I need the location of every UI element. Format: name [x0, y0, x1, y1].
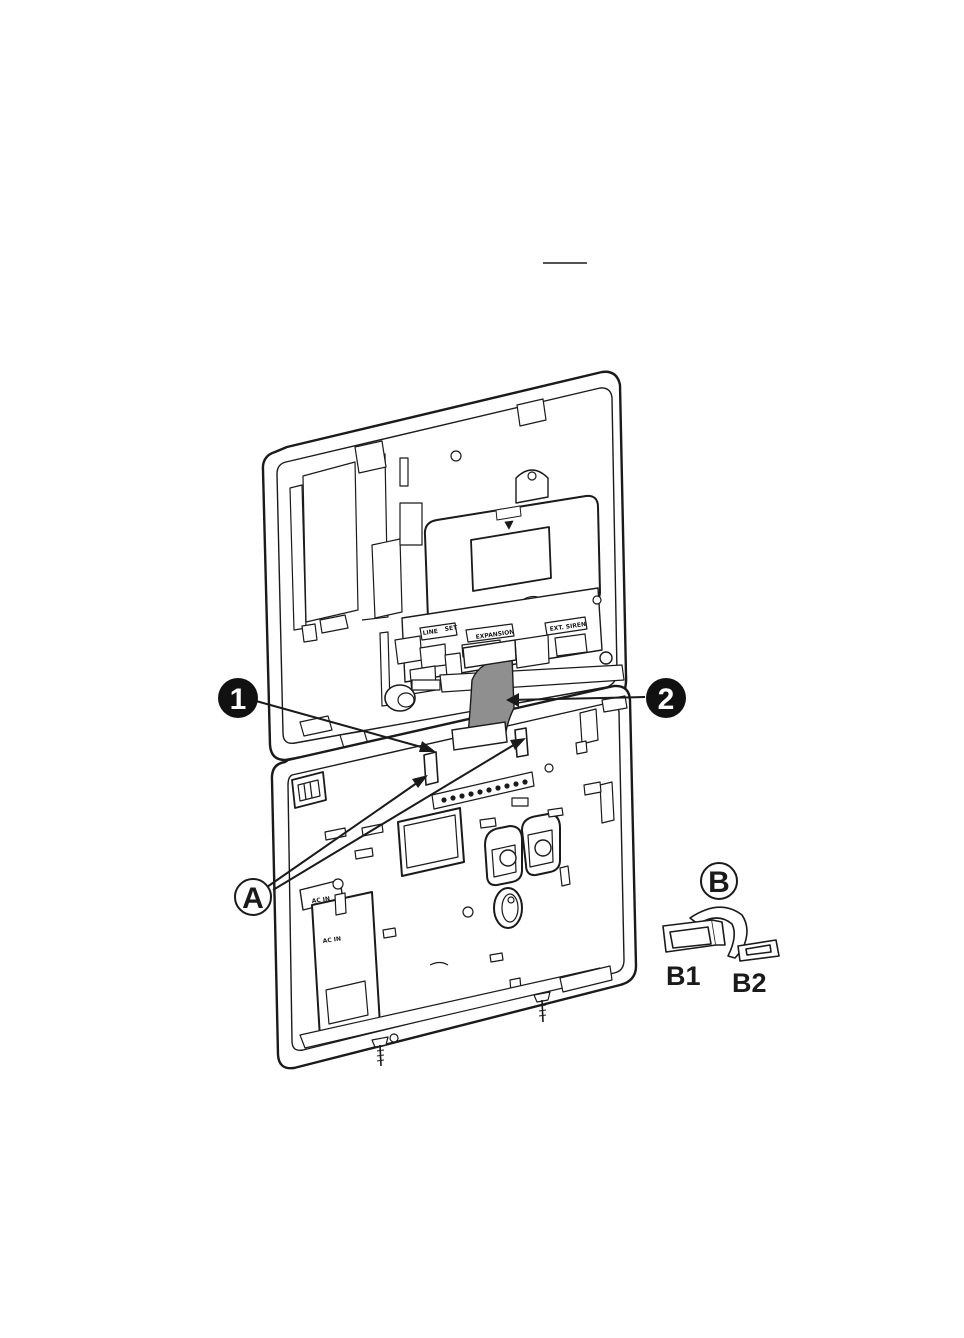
- part-label-b2: B2: [732, 968, 767, 998]
- callout-step1-text: 1: [230, 683, 247, 716]
- callout-a: A: [235, 879, 271, 915]
- callout-step1: 1: [218, 678, 258, 718]
- callout-step2-text: 2: [658, 683, 675, 716]
- callout-b: B: [701, 863, 737, 899]
- callout-b-text: B: [708, 866, 730, 899]
- clip-b-part: [663, 907, 779, 961]
- callout-step2: 2: [646, 678, 686, 718]
- callout-a-text: A: [242, 882, 264, 915]
- part-label-b1: B1: [666, 961, 701, 991]
